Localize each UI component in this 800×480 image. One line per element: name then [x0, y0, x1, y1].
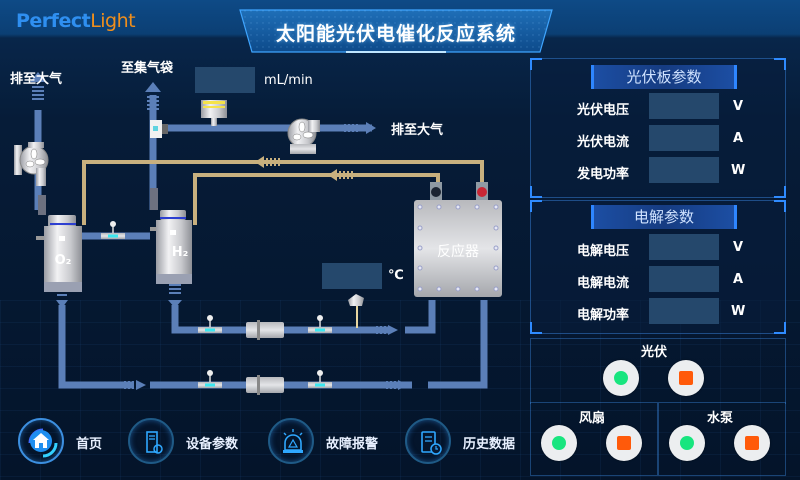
- vent-right-label: 排至大气: [391, 123, 444, 138]
- exhaust-fan-left: [14, 142, 49, 186]
- h2-tank-label: H₂: [172, 245, 189, 260]
- tee-valve: [150, 120, 168, 138]
- nav-device-params-label: 设备参数: [186, 437, 239, 452]
- pv-voltage-row: 光伏电压 V: [531, 93, 791, 121]
- electrolysis-current-value: [649, 266, 719, 292]
- flow-arrows-up: [30, 72, 408, 390]
- fan-control-label: 风扇: [579, 411, 606, 426]
- electrolysis-power-unit: W: [731, 304, 746, 319]
- electrolysis-power-value: [649, 298, 719, 324]
- alarm-icon: [283, 429, 303, 453]
- pv-start-button[interactable]: [603, 360, 639, 396]
- flow-rate-unit: mL/min: [264, 73, 313, 88]
- gas-return-pipes: [82, 160, 484, 225]
- pump-control-group: 水泵: [658, 402, 786, 476]
- pv-stop-button[interactable]: [668, 360, 704, 396]
- pv-power-value: [649, 157, 719, 183]
- fan-start-button[interactable]: [541, 425, 577, 461]
- o2-tank-label: O₂: [55, 253, 72, 268]
- pv-voltage-label: 光伏电压: [577, 103, 630, 118]
- start-icon: [552, 436, 566, 450]
- start-icon: [680, 436, 694, 450]
- pv-control-group: 光伏: [530, 338, 786, 404]
- electrolysis-current-unit: A: [732, 272, 744, 287]
- flow-rate-value: [195, 67, 255, 93]
- start-icon: [614, 371, 628, 385]
- device-settings-icon: [146, 431, 163, 454]
- reactor-label: 反应器: [437, 243, 479, 260]
- electrolysis-power-row: 电解功率 W: [531, 298, 791, 326]
- flow-meter: [201, 100, 227, 126]
- stop-icon: [745, 436, 759, 450]
- logo: PerfectLight: [16, 10, 136, 32]
- nav-home-label: 首页: [76, 437, 103, 452]
- nav-fault-alarm-label: 故障报警: [326, 437, 379, 452]
- fan-stop-button[interactable]: [606, 425, 642, 461]
- electrolysis-power-label: 电解功率: [577, 308, 630, 323]
- history-icon: [421, 431, 442, 455]
- electrolysis-voltage-row: 电解电压 V: [531, 234, 791, 262]
- pv-current-value: [649, 125, 719, 151]
- pump-start-button[interactable]: [669, 425, 705, 461]
- o2-tank: [36, 195, 82, 292]
- temperature-value: [322, 263, 382, 289]
- pump-stop-button[interactable]: [734, 425, 770, 461]
- stop-icon: [679, 371, 693, 385]
- title-frame-shape: [239, 9, 553, 53]
- gas-bag-label: 至集气袋: [121, 61, 174, 76]
- electrolysis-panel-title: 电解参数: [591, 205, 737, 229]
- pv-voltage-value: [649, 93, 719, 119]
- vent-left-label: 排至大气: [10, 72, 63, 87]
- electrolysis-current-label: 电解电流: [577, 276, 630, 291]
- stop-icon: [617, 436, 631, 450]
- pumps: [246, 320, 284, 395]
- return-flow-arrows: [255, 156, 353, 181]
- pv-power-unit: W: [731, 163, 746, 178]
- home-icon: [28, 428, 58, 458]
- pv-power-row: 发电功率 W: [531, 157, 791, 185]
- exhaust-fan-right: [287, 118, 320, 154]
- electrolysis-voltage-unit: V: [732, 240, 744, 255]
- electrolysis-panel: 电解参数 电解电压 V 电解电流 A 电解功率 W: [530, 200, 786, 334]
- fan-control-group: 风扇: [530, 402, 658, 476]
- process-diagram: O₂ H₂: [14, 72, 502, 395]
- electrolysis-current-row: 电解电流 A: [531, 266, 791, 294]
- temperature-unit: ℃: [388, 268, 404, 283]
- pump-control-label: 水泵: [707, 411, 734, 426]
- page-title: 太阳能光伏电催化反应系统: [275, 23, 516, 45]
- pv-current-unit: A: [732, 131, 744, 146]
- pv-control-label: 光伏: [641, 345, 668, 360]
- page-title-banner: 太阳能光伏电催化反应系统: [236, 8, 556, 54]
- valves: [101, 221, 332, 388]
- pv-current-row: 光伏电流 A: [531, 125, 791, 153]
- electrolysis-voltage-value: [649, 234, 719, 260]
- pv-panel: 光伏板参数 光伏电压 V 光伏电流 A 发电功率 W: [530, 58, 786, 198]
- pv-voltage-unit: V: [732, 99, 744, 114]
- thermocouple: [348, 294, 364, 328]
- pv-panel-title: 光伏板参数: [591, 65, 737, 89]
- reactor: [414, 182, 502, 297]
- pv-current-label: 光伏电流: [577, 135, 630, 150]
- electrolysis-voltage-label: 电解电压: [577, 244, 630, 259]
- h2-tank: [150, 188, 192, 284]
- pv-power-label: 发电功率: [577, 167, 630, 182]
- nav-history-label: 历史数据: [463, 437, 516, 452]
